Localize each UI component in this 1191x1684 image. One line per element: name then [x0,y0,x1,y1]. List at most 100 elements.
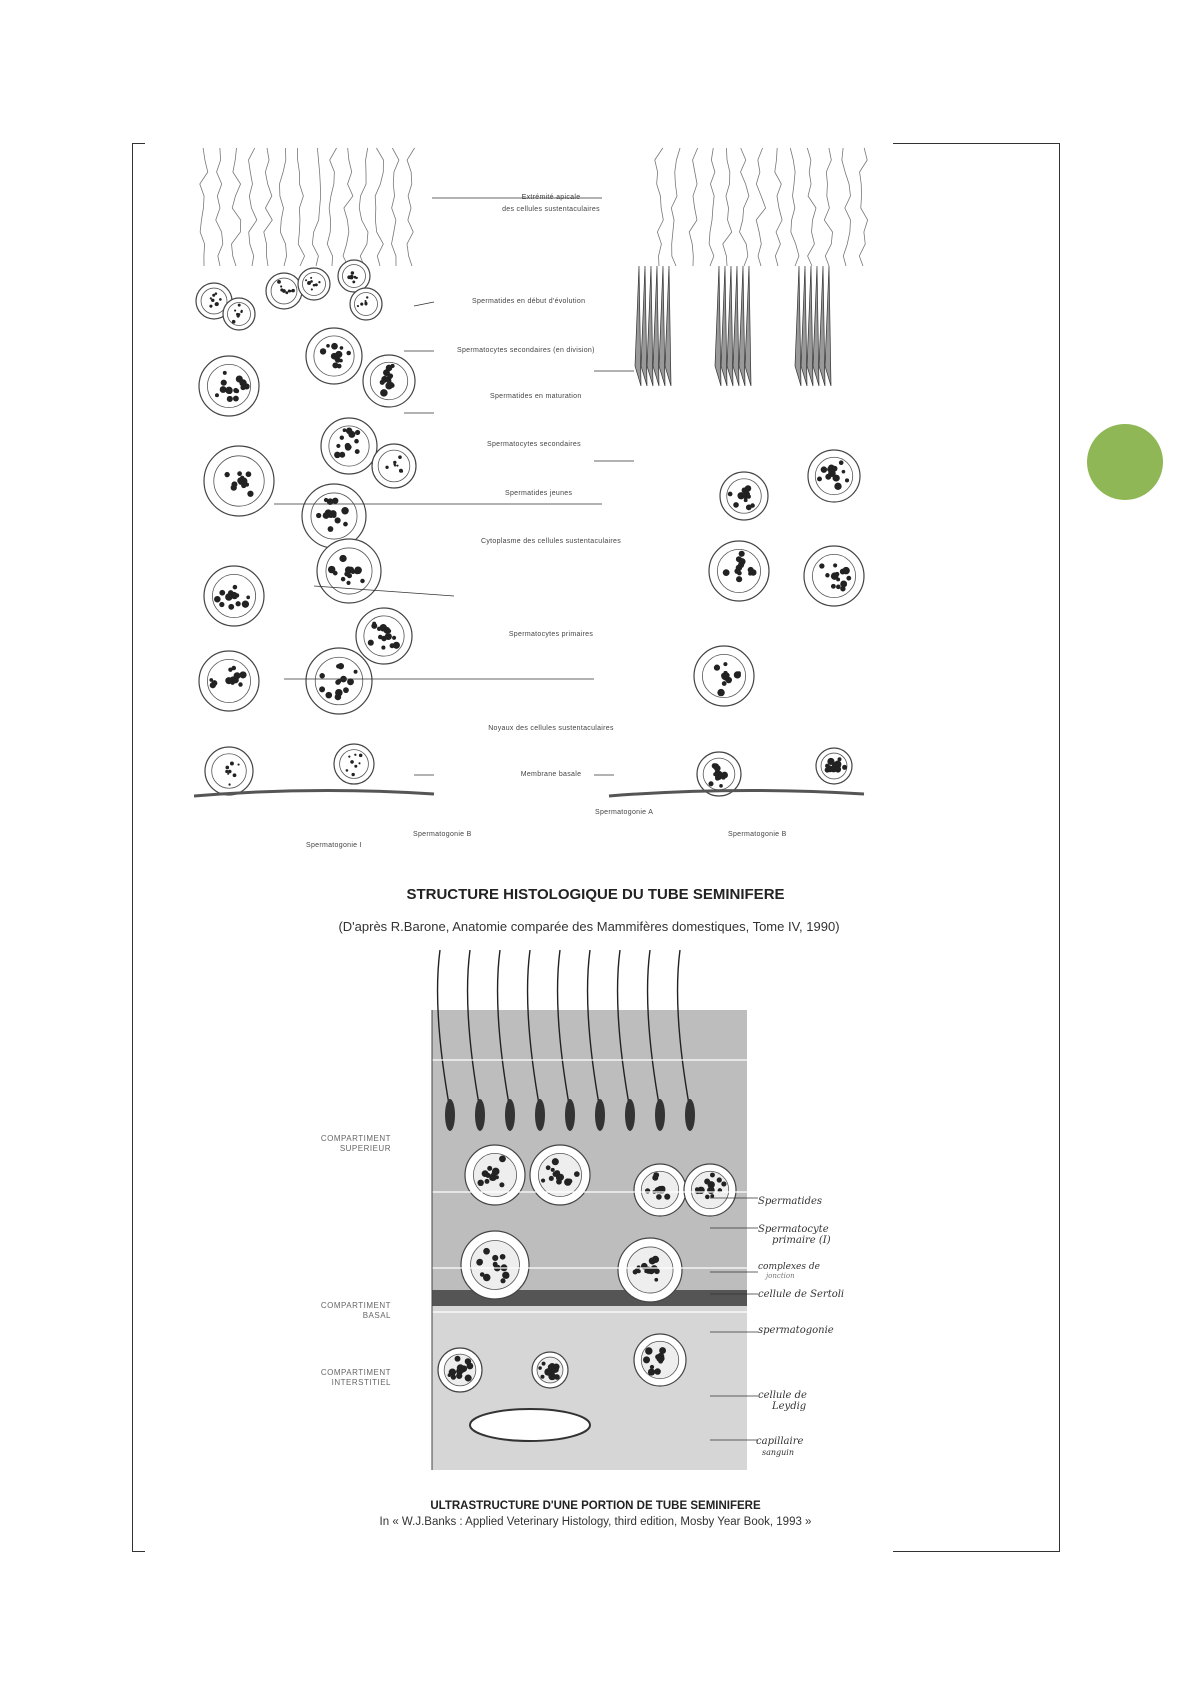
chromatin [225,386,233,395]
chromatin [841,469,846,474]
apical-process [358,147,369,267]
chromatin [230,484,237,491]
apical-process [199,147,209,267]
spermatid-head [505,1099,515,1131]
chromatin [385,465,389,469]
apical-process [391,147,400,267]
chromatin [556,1173,564,1181]
chromatin [392,641,400,649]
chromatin [214,292,218,295]
chromatin [837,757,842,762]
chromatin [310,276,313,279]
chromatin [335,679,341,685]
chromatin [209,678,214,682]
chromatin [503,1273,510,1279]
chromatin [487,1165,493,1171]
chromatin [327,526,334,532]
chromatin [654,1368,661,1375]
chromatin [736,576,743,583]
chromatin [550,1167,555,1172]
chromatin [350,271,355,275]
chromatin [229,761,234,766]
basement-membrane [194,788,435,798]
chromatin [235,375,243,383]
cell-nucleus [206,363,252,408]
chromatin [483,1247,490,1255]
chromatin [334,357,341,363]
chromatin [747,566,754,573]
chromatin [214,595,221,603]
chromatin [492,1254,499,1262]
label-spermatides-jeunes: Spermatides jeunes [505,490,573,497]
leader-line [413,301,435,307]
chromatin [830,583,836,589]
chromatin [656,1194,662,1200]
chromatin [239,477,245,482]
chromatin [538,1366,542,1370]
chromatin [652,1174,659,1181]
chromatin [310,288,313,291]
chromatin [464,1374,472,1382]
chromatin [840,580,848,588]
chromatin [345,444,350,449]
chromatin [219,298,222,301]
chromatin [232,773,237,778]
chromatin [316,512,322,519]
chromatin [336,664,341,669]
chromatin [336,443,341,449]
spermatid-head [625,1099,635,1131]
chromatin [573,1171,580,1177]
label-spermatogonie-b-right: Spermatogonie B [728,831,787,838]
label-membrane: Membrane basale [520,771,582,778]
chromatin [225,769,229,774]
chromatin [393,460,397,465]
chromatin [499,1182,505,1188]
chromatin [450,1374,457,1380]
chromatin [224,471,230,478]
chromatin [723,662,728,667]
chromatin [236,314,240,318]
chromatin [358,753,363,758]
apical-process [215,147,224,267]
chromatin [482,1171,487,1176]
chromatin [400,470,404,473]
chromatin [540,1374,545,1379]
chromatin [245,471,252,478]
chromatin [743,498,748,503]
chromatin [834,766,842,773]
chromatin [388,381,394,388]
chromatin [830,572,839,580]
flagellum [436,950,451,1111]
chromatin [331,342,338,350]
spermatid-head [720,265,728,387]
chromatin [654,1268,660,1275]
label-spermatogonie-i: Spermatogonie I [306,842,362,849]
label-complexes-line2: jonction [766,1272,795,1280]
chromatin [722,569,730,577]
chromatin [838,460,844,466]
chromatin [219,589,226,596]
flagellum [526,950,541,1111]
chromatin [364,302,368,306]
spermatid-head [640,265,648,387]
chromatin [826,765,833,771]
apical-process [755,147,767,267]
chromatin [231,319,236,324]
chromatin [345,427,353,435]
chromatin [647,1368,656,1376]
chromatin [239,671,247,679]
chromatin [737,492,745,500]
label-spermatides-maturation: Spermatides en maturation [490,393,582,400]
chromatin [656,1354,662,1360]
chromatin [364,299,367,302]
chromatin [745,504,752,511]
chromatin [344,571,350,577]
chromatin [353,669,358,674]
compartment-basal: COMPARTIMENT BASAL [290,1301,391,1321]
spermatid-head [565,1099,575,1131]
compartment-basal-line2: BASAL [362,1311,391,1320]
chromatin [332,354,337,358]
chromatin [343,521,348,527]
chromatin [644,1269,649,1274]
chromatin [342,428,347,433]
